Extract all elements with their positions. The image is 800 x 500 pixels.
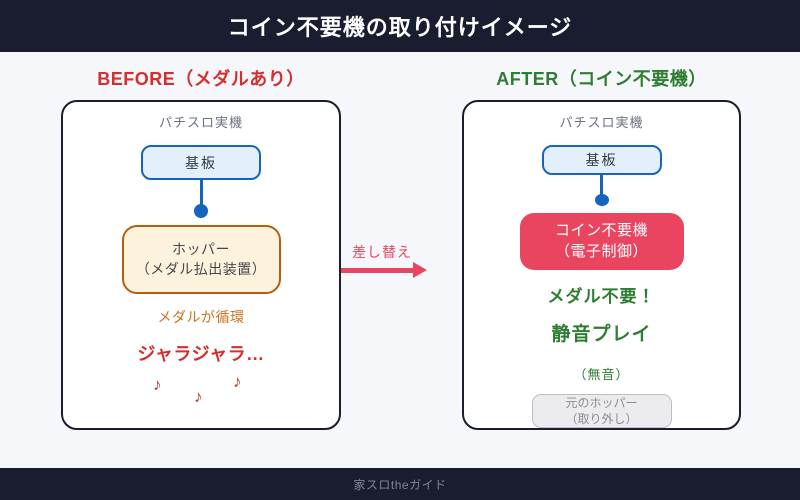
after-machine-label: パチスロ実機: [559, 115, 644, 130]
right-arrow-icon: [341, 268, 413, 273]
before-connector-dot: [194, 204, 208, 218]
after-benefit-silence: （無音）: [573, 366, 630, 382]
after-removed-hopper-node: 元のホッパー （取り外し）: [531, 393, 672, 428]
after-machine-panel: パチスロ実機 基板 コイン不要機 （電子制御） メダル不要！ 静音プレイ （無音…: [462, 100, 741, 430]
music-note-icon: ♪: [194, 387, 203, 406]
after-device-node: コイン不要機 （電子制御）: [519, 213, 684, 270]
transition-label: 差し替え: [352, 244, 412, 260]
footer-bar: 家スロtheガイド: [0, 468, 800, 500]
after-board-node: 基板: [541, 145, 662, 175]
before-hopper-line1: ホッパー: [172, 240, 230, 257]
after-connector-line: [600, 174, 603, 197]
after-removed-line1: 元のホッパー: [565, 395, 638, 410]
right-arrow-head-icon: [413, 262, 427, 278]
after-board-label: 基板: [585, 151, 618, 168]
before-machine-label: パチスロ実機: [158, 115, 243, 130]
before-board-node: 基板: [141, 145, 261, 180]
after-connector-dot: [594, 194, 609, 207]
before-sound-text: ジャラジャラ…: [137, 344, 265, 364]
before-connector-line: [199, 180, 203, 206]
after-device-line1: コイン不要機: [554, 221, 648, 239]
page-title: コイン不要機の取り付けイメージ: [227, 15, 573, 40]
after-device-line2: （電子制御）: [554, 243, 648, 261]
music-note-icon: ♪: [233, 372, 242, 391]
diagram-stage: BEFORE（メダルあり） AFTER（コイン不要機） パチスロ実機 基板 ホッ…: [0, 52, 800, 468]
after-benefit-silent-play: 静音プレイ: [551, 323, 652, 345]
music-note-icon: ♪: [153, 375, 162, 394]
header-bar: コイン不要機の取り付けイメージ: [0, 0, 800, 52]
before-hopper-line2: （メダル払出装置）: [135, 260, 267, 277]
before-board-label: 基板: [185, 154, 217, 171]
before-notes-row: ♪ ♪ ♪: [63, 372, 339, 416]
before-hopper-node: ホッパー （メダル払出装置）: [121, 225, 281, 294]
footer-brand: 家スロtheガイド: [353, 477, 447, 492]
after-label: AFTER（コイン不要機）: [496, 69, 707, 89]
after-removed-line2: （取り外し）: [565, 411, 638, 426]
before-machine-panel: パチスロ実機 基板 ホッパー （メダル払出装置） メダルが循環 ジャラジャラ… …: [61, 100, 341, 430]
before-caption: メダルが循環: [157, 309, 245, 325]
before-label: BEFORE（メダルあり）: [97, 69, 305, 89]
after-benefit-no-medals: メダル不要！: [547, 286, 656, 306]
